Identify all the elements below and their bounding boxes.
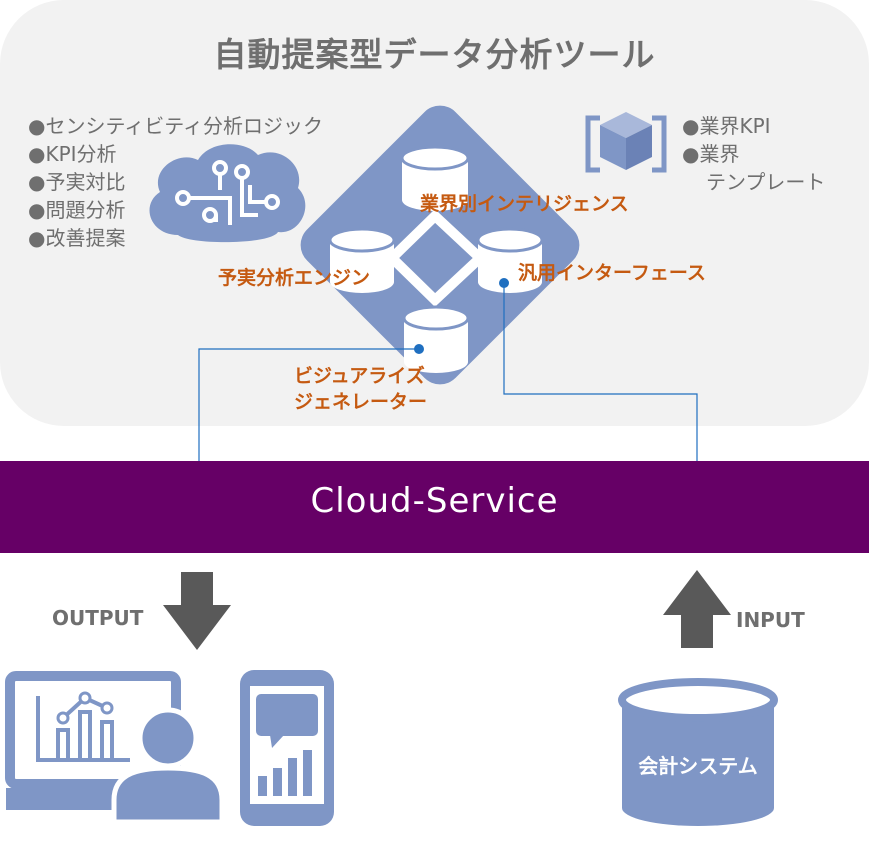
module-label-budget-engine: 予実分析エンジン [218,267,371,289]
accounting-system-label: 会計システム [638,754,758,778]
module-label-generator: ジェネレーター [294,391,428,413]
feature-item: ●予実対比 [28,170,126,194]
arrow-up-icon [663,570,731,648]
feature-item: ●KPI分析 [28,142,117,166]
template-item: ●業界KPI [682,114,771,138]
cloud-service-band [0,461,869,553]
feature-item: ●問題分析 [28,198,126,222]
template-item: テンプレート [706,170,826,194]
connector-dot [499,278,509,288]
database-icon [328,227,396,293]
cube-icon [585,112,667,173]
module-label-generic-interface: 汎用インターフェース [518,262,706,284]
database-icon [476,227,544,293]
connector-dot [414,344,424,354]
user-icon [111,707,225,825]
database-icon [400,145,470,211]
feature-item: ●センシティビティ分析ロジック [28,114,324,138]
template-list: ●業界KPI ●業界 テンプレート [682,112,825,196]
brain-circuit-icon [149,144,306,243]
output-label: OUTPUT [52,606,144,630]
smartphone-chart-icon [240,670,334,826]
cloud-service-label: Cloud-Service [310,481,559,521]
database-icon [618,678,778,826]
database-icon [402,305,470,373]
module-label-visualize: ビジュアライズ [294,365,425,387]
input-label: INPUT [736,608,805,632]
template-item: ●業界 [682,142,740,166]
feature-item: ●改善提案 [28,226,126,250]
module-label-industry-intelligence: 業界別インテリジェンス [420,193,629,215]
arrow-down-icon [163,572,231,650]
core-diamond [300,105,580,385]
page-title: 自動提案型データ分析ツール [213,35,656,74]
feature-list: ●センシティビティ分析ロジック ●KPI分析 ●予実対比 ●問題分析 ●改善提案 [28,112,323,252]
connector-lines [198,283,698,508]
